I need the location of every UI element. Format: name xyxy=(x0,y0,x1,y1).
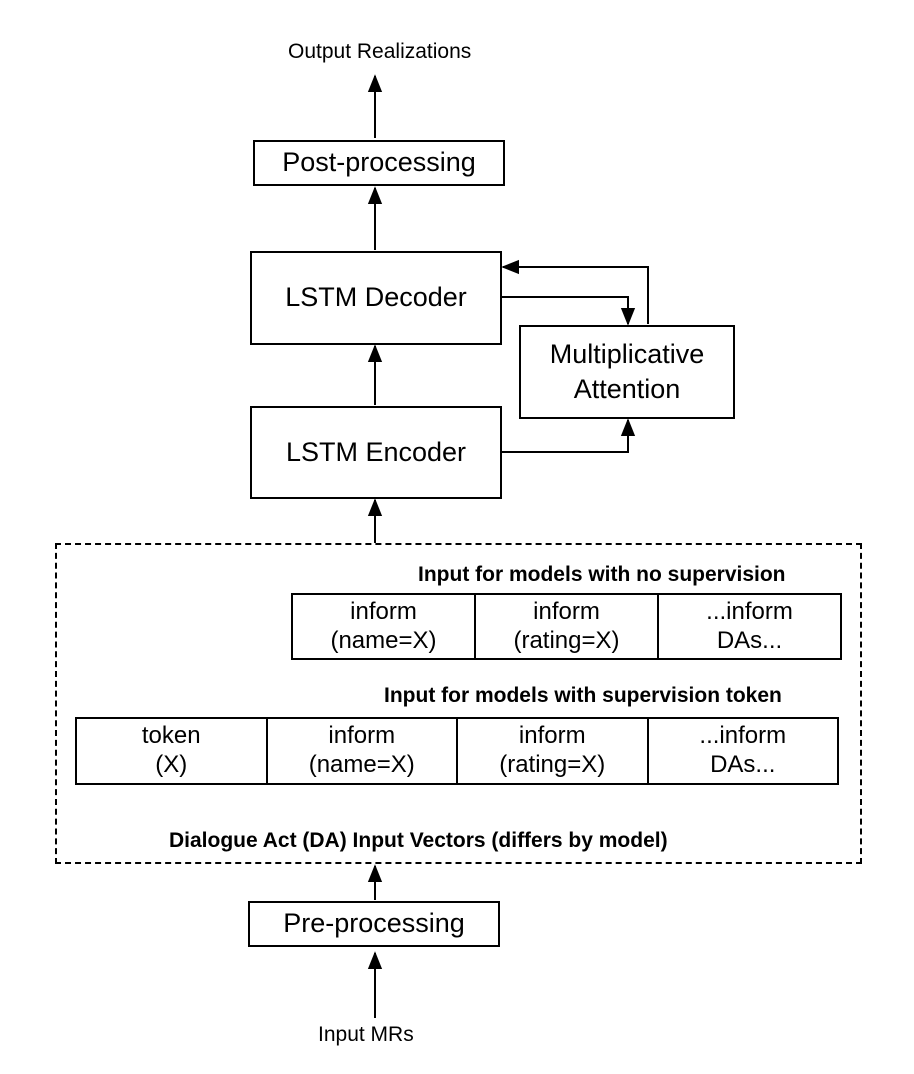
no-supervision-title: Input for models with no supervision xyxy=(418,563,786,586)
cell-line2: (rating=X) xyxy=(499,751,606,778)
supervision-token-title: Input for models with supervision token xyxy=(384,684,782,707)
supervision-cell: ...inform DAs... xyxy=(649,719,838,783)
attention-label-line2: Attention xyxy=(573,374,681,404)
no-supervision-input-row: inform (name=X) inform (rating=X) ...inf… xyxy=(291,593,842,660)
pre-processing-box: Pre-processing xyxy=(248,901,500,947)
supervision-input-row: token (X) inform (name=X) inform (rating… xyxy=(75,717,839,785)
no-supervision-cell: ...inform DAs... xyxy=(659,595,840,658)
supervision-cell: token (X) xyxy=(77,719,268,783)
no-supervision-cell: inform (name=X) xyxy=(293,595,476,658)
cell-line2: (X) xyxy=(155,751,188,778)
cell-line1: ...inform xyxy=(699,722,787,750)
cell-line1: ...inform xyxy=(706,597,793,625)
cell-line1: inform xyxy=(328,722,396,750)
cell-line2: DAs... xyxy=(716,626,783,654)
cell-line1: token xyxy=(141,722,201,750)
no-supervision-cell: inform (rating=X) xyxy=(476,595,659,658)
post-processing-box: Post-processing xyxy=(253,140,505,186)
output-realizations-label: Output Realizations xyxy=(288,40,472,63)
lstm-encoder-box: LSTM Encoder xyxy=(250,406,502,499)
multiplicative-attention-box: Multiplicative Attention xyxy=(519,325,735,419)
arrow-encoder-to-attention xyxy=(501,418,636,453)
cell-line1: inform xyxy=(518,722,586,750)
cell-line2: (name=X) xyxy=(330,626,437,654)
lstm-decoder-box: LSTM Decoder xyxy=(250,251,502,345)
cell-line1: inform xyxy=(533,597,600,625)
supervision-cell: inform (rating=X) xyxy=(458,719,649,783)
attention-label-line1: Multiplicative xyxy=(549,338,705,369)
cell-line2: (name=X) xyxy=(308,751,415,778)
cell-line2: DAs... xyxy=(710,751,776,778)
cell-line2: (rating=X) xyxy=(513,626,620,654)
da-input-vectors-region xyxy=(55,543,862,864)
arrow-attention-to-decoder xyxy=(501,259,649,324)
cell-line1: inform xyxy=(350,597,417,625)
input-mrs-label: Input MRs xyxy=(318,1023,414,1046)
arrow-decoder-to-attention xyxy=(501,296,636,326)
supervision-cell: inform (name=X) xyxy=(268,719,458,783)
da-input-vectors-title: Dialogue Act (DA) Input Vectors (differs… xyxy=(169,829,668,852)
